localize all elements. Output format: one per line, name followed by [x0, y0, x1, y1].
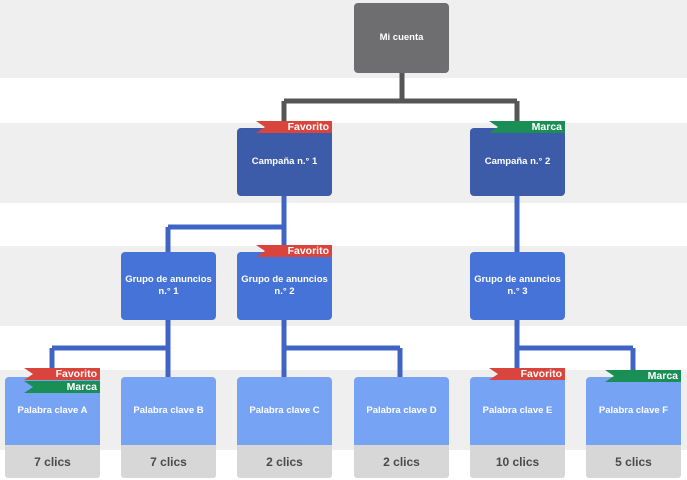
- campaign-2-node: Campaña n.° 2: [470, 128, 565, 196]
- connector-adgroup3-keywords: [514, 319, 636, 377]
- ad-group-1-node: Grupo de anuncios n.° 1: [121, 252, 216, 320]
- level-band-keywords: [0, 370, 687, 450]
- connector-account-campaigns: [281, 73, 520, 128]
- ad-group-2-node: Grupo de anuncios n.° 2: [237, 252, 332, 320]
- tag-favorito-campaign-1: Favorito: [256, 121, 332, 133]
- tag-marca-keyword-f: Marca: [605, 370, 681, 382]
- keyword-a-clicks: 7 clics: [5, 445, 100, 478]
- connector-campaign1-adgroups: [165, 195, 287, 252]
- keyword-b-clicks: 7 clics: [121, 445, 216, 478]
- keyword-e-clicks: 10 clics: [470, 445, 565, 478]
- tag-favorito-keyword-e: Favorito: [489, 368, 565, 380]
- keyword-c-clicks: 2 clics: [237, 445, 332, 478]
- keyword-c-node: Palabra clave C: [237, 377, 332, 445]
- keyword-e-node: Palabra clave E: [470, 377, 565, 445]
- keyword-d-clicks: 2 clics: [354, 445, 449, 478]
- connector-adgroup2-keywords: [281, 319, 403, 377]
- tag-favorito-ad-group-2: Favorito: [256, 245, 332, 257]
- level-band-ad-groups: [0, 246, 687, 326]
- tag-marca-keyword-a: Marca: [24, 381, 100, 393]
- connector-adgroup1-keywords: [49, 319, 171, 377]
- tag-marca-campaign-2: Marca: [489, 121, 565, 133]
- keyword-b-node: Palabra clave B: [121, 377, 216, 445]
- level-band-campaigns: [0, 123, 687, 203]
- tag-favorito-keyword-a: Favorito: [24, 368, 100, 380]
- ad-group-3-node: Grupo de anuncios n.° 3: [470, 252, 565, 320]
- level-band-account: [0, 0, 687, 78]
- account-node: Mi cuenta: [354, 3, 449, 73]
- keyword-f-clicks: 5 clics: [586, 445, 681, 478]
- keyword-f-node: Palabra clave F: [586, 377, 681, 445]
- campaign-1-node: Campaña n.° 1: [237, 128, 332, 196]
- keyword-d-node: Palabra clave D: [354, 377, 449, 445]
